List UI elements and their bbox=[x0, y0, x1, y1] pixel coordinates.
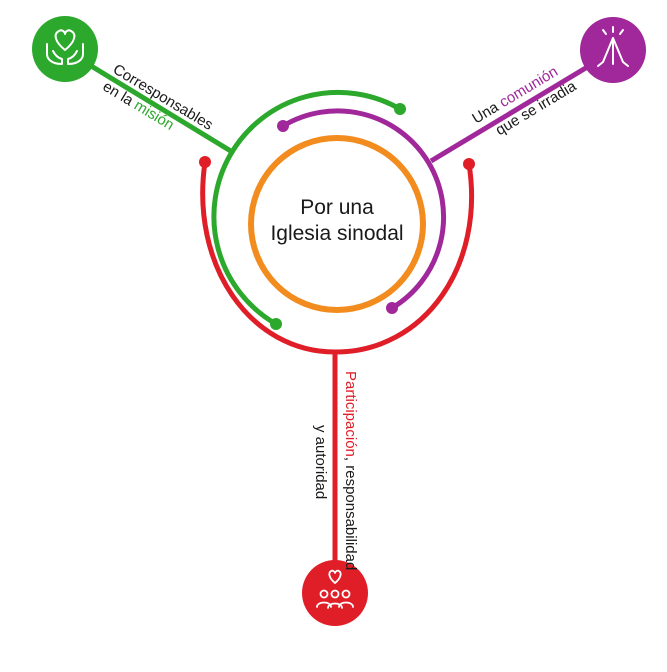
heart-in-hands-icon bbox=[46, 29, 84, 65]
green-arc bbox=[211, 89, 402, 327]
purple-arc-end-dot bbox=[277, 120, 289, 132]
red-label-highlight: Participación bbox=[342, 371, 359, 457]
green-arc-end-dot bbox=[394, 103, 406, 115]
center-title-line1: Por una bbox=[300, 196, 374, 219]
red-label-line1: Participación, responsabilidad bbox=[342, 371, 359, 570]
purple-arc-end-dot bbox=[386, 302, 398, 314]
green-arc-end-dot bbox=[270, 318, 282, 330]
purple-connector bbox=[429, 48, 616, 164]
red-node bbox=[302, 560, 368, 626]
red-branch-label: Participación, responsabilidad y autorid… bbox=[312, 371, 359, 570]
red-arc bbox=[200, 161, 475, 355]
red-label-line1-suffix: , responsabilidad bbox=[342, 457, 359, 570]
red-arc-end-dot bbox=[463, 158, 475, 170]
purple-node bbox=[580, 17, 646, 83]
red-label-line2: y autoridad bbox=[312, 425, 329, 499]
red-arc-end-dot bbox=[199, 156, 211, 168]
green-connector bbox=[63, 47, 236, 156]
green-node bbox=[32, 16, 98, 82]
center-circle bbox=[248, 135, 426, 313]
purple-arc bbox=[281, 108, 447, 311]
praying-hands-icon bbox=[597, 26, 629, 67]
center-title-line2: Iglesia sinodal bbox=[270, 222, 403, 245]
people-with-heart-icon bbox=[316, 569, 354, 609]
